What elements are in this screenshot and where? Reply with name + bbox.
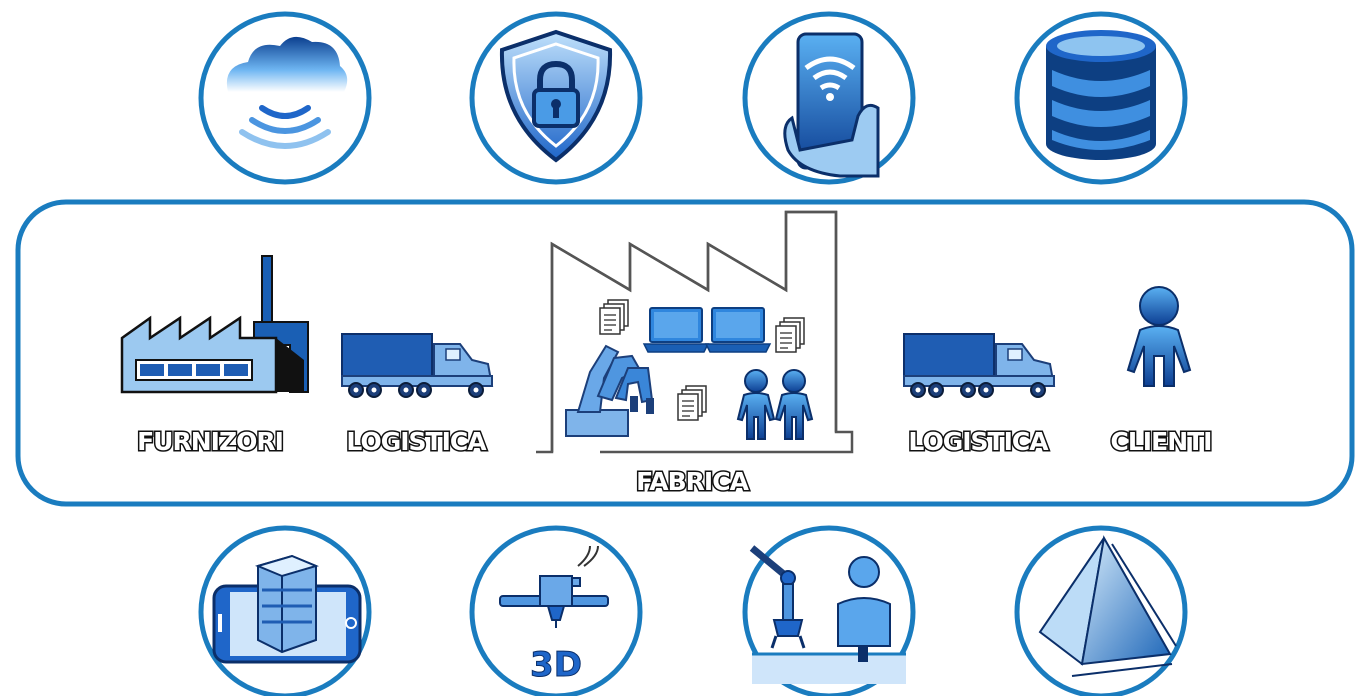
database-icon — [1014, 11, 1188, 185]
smartphone-wifi-icon — [742, 11, 916, 185]
suppliers-label: FURNIZORI — [137, 427, 283, 456]
logistics-out-label: LOGISTICA — [908, 427, 1049, 456]
documents-icon — [775, 317, 805, 353]
documents-icon — [677, 385, 707, 421]
industrial-robot-arms-icon — [565, 344, 654, 437]
supplier-factory-icon — [120, 255, 309, 394]
documents-icon — [599, 299, 629, 335]
laptop-icon — [705, 307, 771, 353]
svg-text:3D: 3D — [530, 645, 582, 685]
augmented-reality-icon — [198, 525, 372, 696]
laptop-icon — [643, 307, 709, 353]
clients-label: CLIENTI — [1111, 427, 1212, 456]
cloud-icon — [198, 11, 372, 185]
logistics-in-label: LOGISTICA — [346, 427, 487, 456]
pyramid-simulation-icon — [1014, 525, 1188, 696]
client-person-icon — [1126, 286, 1192, 387]
security-shield-icon — [469, 11, 643, 185]
robot-human-collaboration-icon — [742, 525, 916, 696]
factory-label: FABRICA — [636, 467, 750, 496]
3d-printer-icon: 3D — [469, 525, 643, 696]
